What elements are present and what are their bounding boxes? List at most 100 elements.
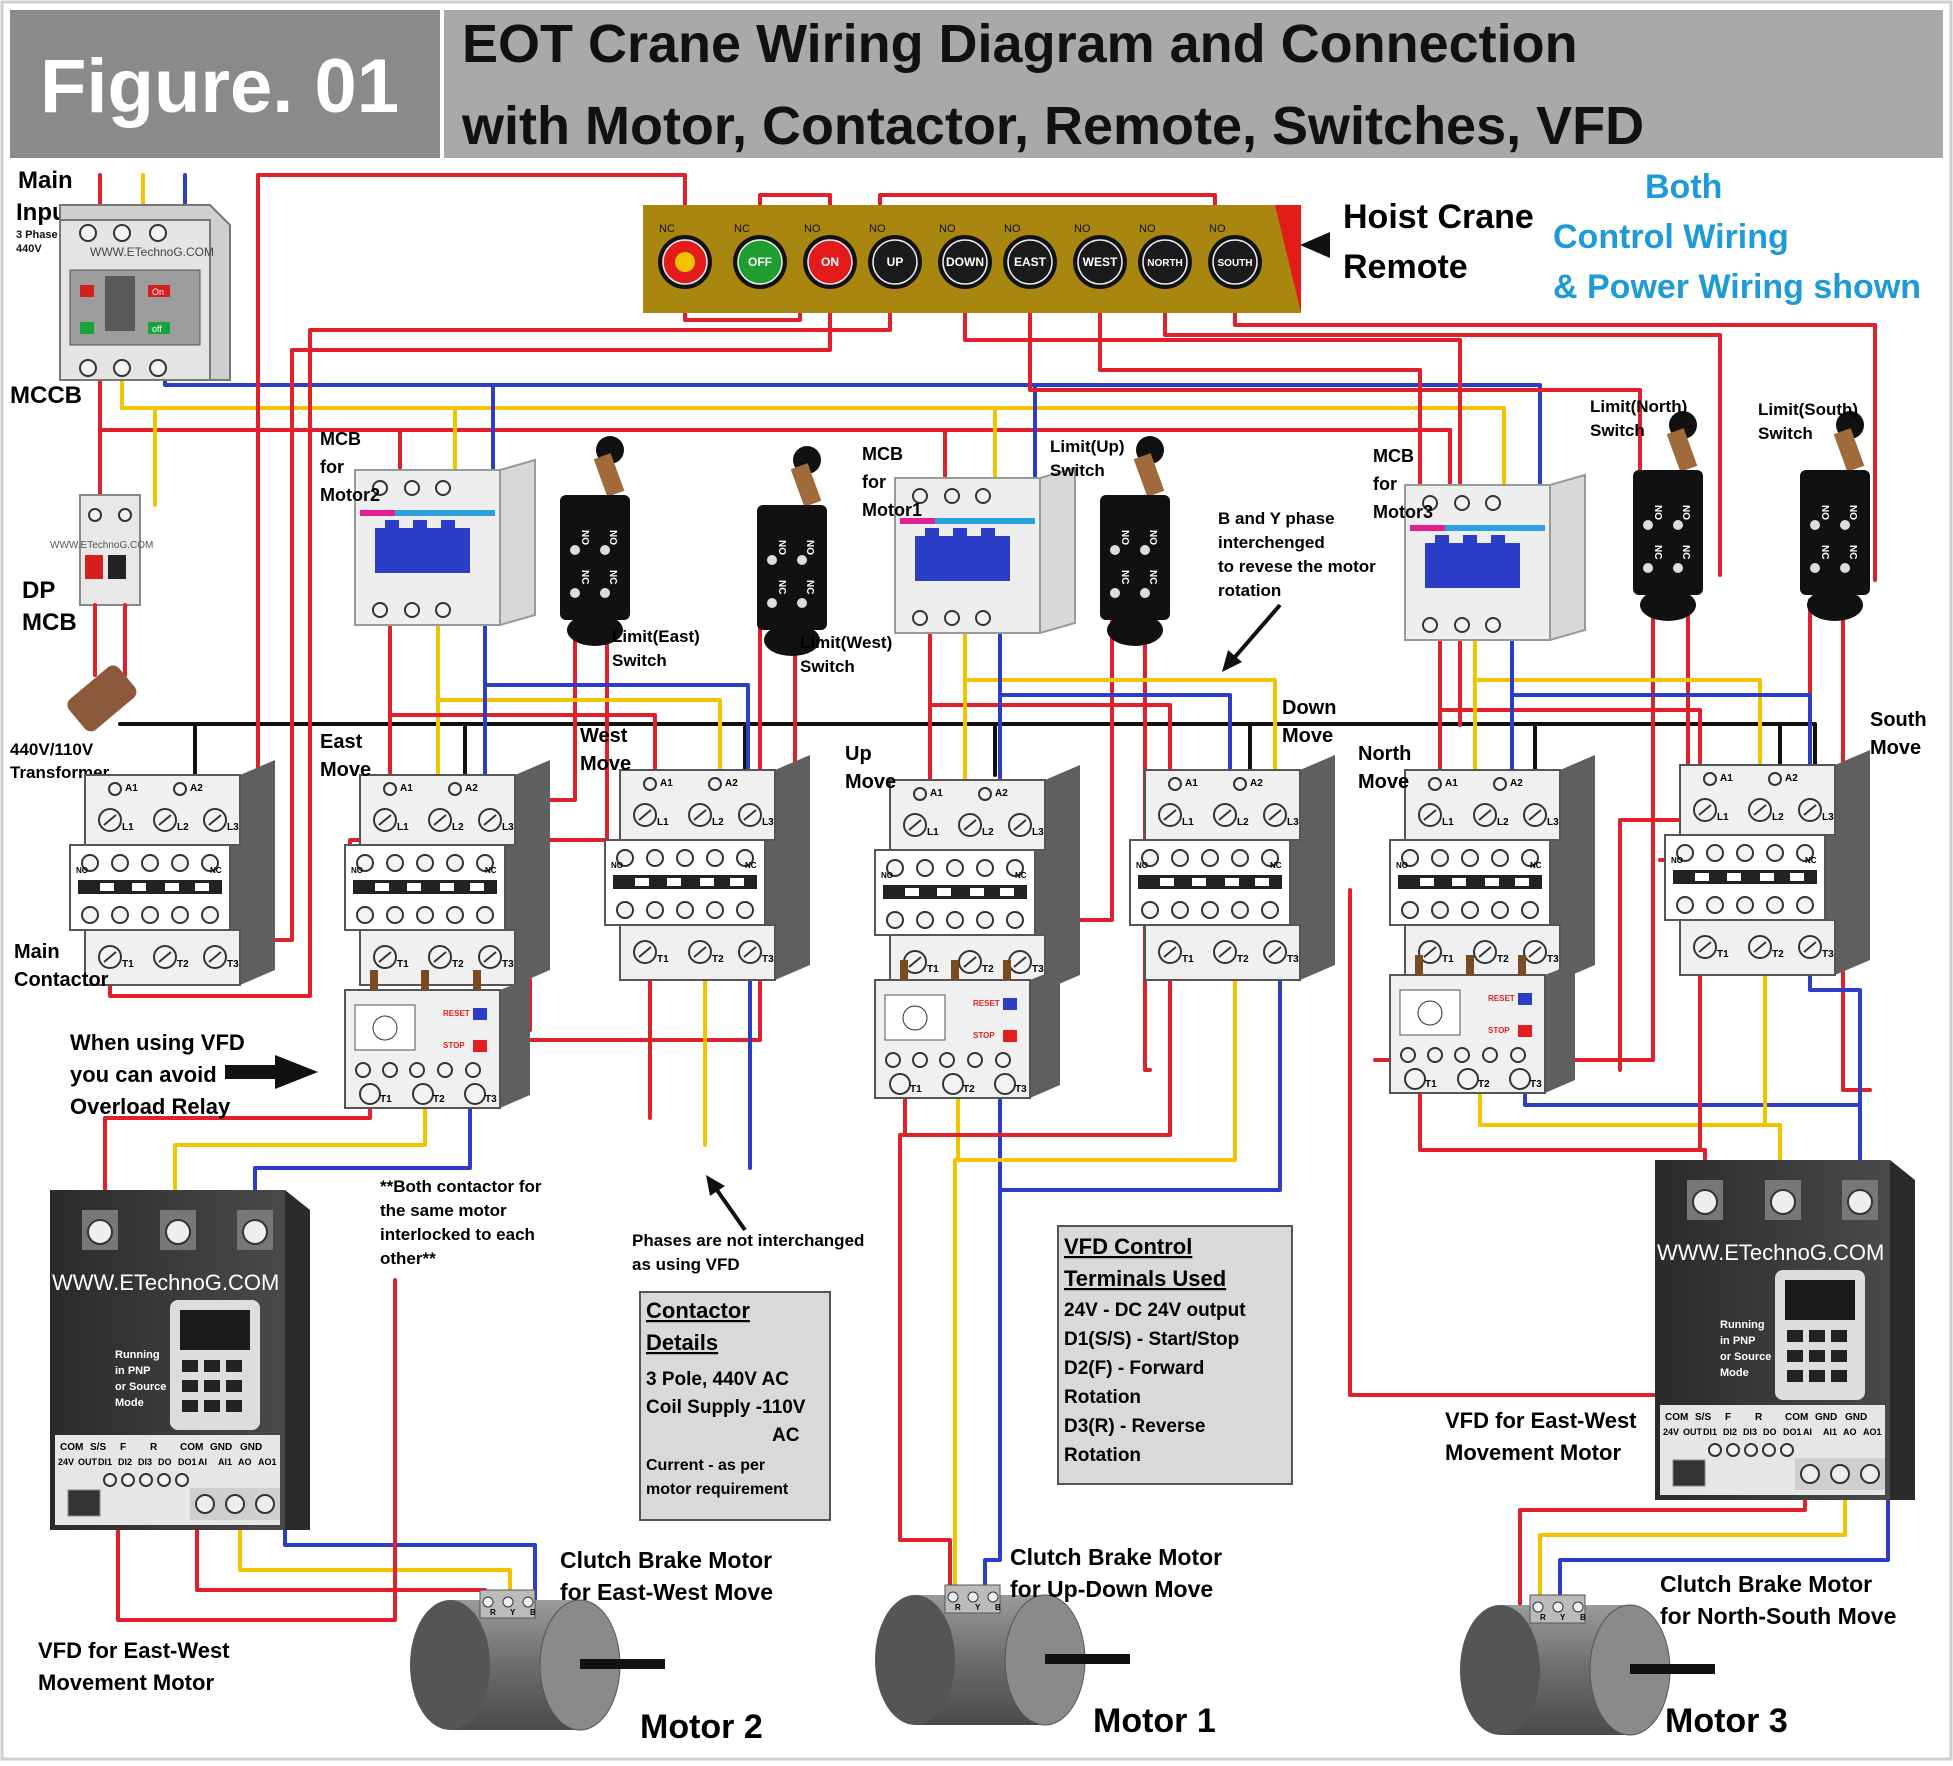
vfd-key[interactable] (182, 1360, 198, 1372)
overload-stop-button[interactable] (1003, 1030, 1017, 1042)
remote-button-face (872, 239, 918, 285)
vfd-key[interactable] (1787, 1370, 1803, 1382)
overload-reset-button[interactable] (473, 1008, 487, 1020)
limit-base (764, 624, 820, 656)
limit-terminal (797, 598, 807, 608)
vfd-key[interactable] (1831, 1350, 1847, 1362)
motor-terminal (502, 1596, 514, 1608)
vfd-power-term (1847, 1189, 1873, 1215)
motor-terminal (522, 1596, 534, 1608)
dp-in-y (120, 406, 157, 507)
contactor-term-slot (743, 809, 757, 821)
overload-knob (1417, 1000, 1443, 1026)
limit-contact-mark: NO (1147, 530, 1158, 545)
motor-caption-line: Clutch Brake Motor (1660, 1571, 1872, 1597)
vfd-key[interactable] (1809, 1350, 1825, 1362)
contactor-no-mark: NO (611, 861, 623, 870)
contactor-load-label: T3 (1547, 954, 1559, 965)
contactor-term-slot (693, 946, 707, 958)
overload-aux-term (465, 1062, 481, 1078)
vfd-terminal-bottom-label: DO1 (178, 1457, 197, 1467)
motor-caption-line: for Up-Down Move (1010, 1576, 1213, 1602)
contactor-nc-mark: NC (485, 866, 497, 875)
vfd-key[interactable] (1809, 1330, 1825, 1342)
down-out-r (903, 958, 1172, 1137)
contactor-nc-mark: NC (1805, 856, 1817, 865)
vfd-key[interactable] (1831, 1370, 1847, 1382)
vfd-key[interactable] (226, 1400, 242, 1412)
contactor-line-label: L1 (122, 822, 134, 833)
vfd-key[interactable] (204, 1360, 220, 1372)
limit-terminal (600, 545, 610, 555)
contactor-aux-term (1141, 849, 1159, 867)
vfd-key[interactable] (204, 1400, 220, 1412)
contactor-aux-term (1796, 844, 1814, 862)
vfd-note-arrow-head (275, 1055, 318, 1089)
both-note: Both Control Wiring & Power Wiring shown (1553, 168, 1921, 306)
vfd-key[interactable] (1787, 1350, 1803, 1362)
motor-name: Motor 2 (640, 1708, 763, 1746)
motor-caption-line: for East-West Move (560, 1579, 773, 1605)
mcb-label-line: Motor1 (862, 500, 922, 520)
motor-terminal-label: R (490, 1608, 496, 1617)
overload-reset-button[interactable] (1518, 993, 1532, 1005)
vfd-key[interactable] (226, 1380, 242, 1392)
contactor-aux-term (1006, 859, 1024, 877)
overload-stop-button[interactable] (1518, 1025, 1532, 1037)
vfd-terminal-bottom-label: DO (1763, 1427, 1777, 1437)
mcb-toggle (953, 528, 967, 558)
contactor-aux-window (1255, 878, 1269, 886)
south-move-line-1: South (1870, 709, 1927, 731)
vfd-control-term (1726, 1443, 1740, 1457)
mcb-term-bottom (404, 602, 420, 618)
vfd-key[interactable] (182, 1400, 198, 1412)
limit-label-line: Switch (1590, 421, 1645, 440)
contactor-aux-term (1461, 849, 1479, 867)
title-line-2: with Motor, Contactor, Remote, Switches,… (461, 96, 1644, 156)
dp-watermark: WWW.ETechnoG.COM (50, 540, 153, 551)
contactor-aux-term (1431, 849, 1449, 867)
contactor-coil-term (1768, 772, 1782, 786)
overload-reset-button[interactable] (1003, 998, 1017, 1010)
contactor-aux-term (1141, 901, 1159, 919)
contactor-aux-term (356, 854, 374, 872)
vfd-terminal-bottom-label: DI3 (1743, 1427, 1757, 1437)
remote-button-emergency-stop[interactable]: NC (658, 223, 712, 289)
contactor-details-title-1: Contactor (646, 1298, 750, 1323)
vfd-key[interactable] (1809, 1370, 1825, 1382)
contactor-aux-term (201, 906, 219, 924)
vfd-key[interactable] (226, 1360, 242, 1372)
contactor-aux-window (1452, 878, 1466, 886)
mccb-term-top-3 (149, 224, 167, 242)
overload-stop-button[interactable] (473, 1040, 487, 1052)
motor-name: Motor 3 (1665, 1702, 1788, 1740)
vfd-key[interactable] (1787, 1330, 1803, 1342)
overload-load-label: T3 (1015, 1084, 1027, 1095)
vfd-key[interactable] (182, 1380, 198, 1392)
vfd-key[interactable] (1831, 1330, 1847, 1342)
vfd-key[interactable] (204, 1380, 220, 1392)
m3-motor-b (1558, 1483, 1890, 1612)
limit-terminal (1810, 563, 1820, 573)
motor-terminal-label: B (995, 1603, 1001, 1612)
overload-load-term (889, 1073, 911, 1095)
limit-contact-mark: NO (1680, 505, 1691, 520)
limit-terminal (1673, 520, 1683, 530)
contactor-term-slot (103, 951, 117, 963)
contactor-coil-term (1428, 777, 1442, 791)
overload-load-label: T2 (1478, 1079, 1490, 1090)
vfd-control-line-2: D1(S/S) - Start/Stop (1064, 1329, 1239, 1350)
transformer-core (67, 665, 137, 732)
contactor-line-label: L2 (452, 822, 464, 833)
overload-load-term (1404, 1068, 1426, 1090)
